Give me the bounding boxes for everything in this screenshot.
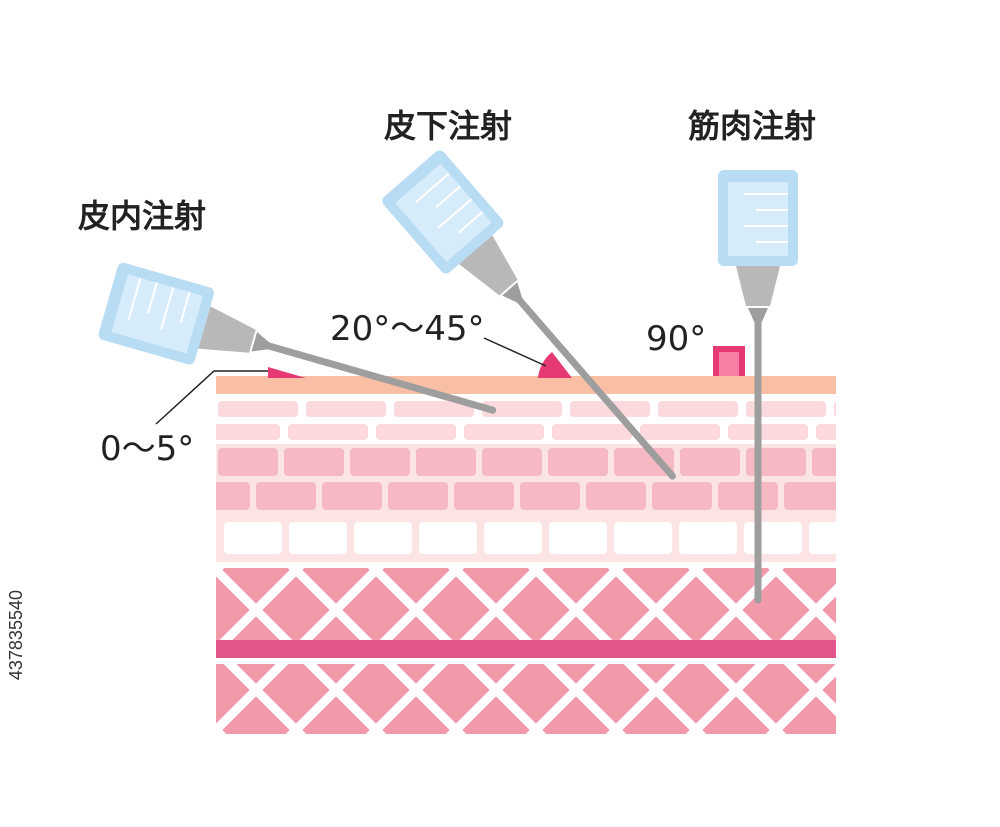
- dermis-cell: [640, 424, 720, 440]
- fat-cell: [614, 522, 672, 554]
- angle-intradermal: 0〜5°: [100, 429, 195, 469]
- fat-cell: [679, 522, 737, 554]
- dermis-cell: [388, 482, 448, 510]
- muscle-layer-lower: [216, 664, 836, 734]
- dermis-cell: [816, 424, 836, 440]
- dermis-cell: [614, 448, 674, 476]
- dermis-upper-cells: [216, 401, 836, 440]
- fat-cell: [354, 522, 412, 554]
- dermis-cell: [218, 448, 278, 476]
- label-intramuscular: 筋肉注射: [688, 107, 817, 145]
- angle-intramuscular: 90°: [646, 319, 707, 359]
- fat-cell: [549, 522, 607, 554]
- fat-cell: [419, 522, 477, 554]
- dermis-cell: [548, 448, 608, 476]
- dermis-cell: [306, 401, 386, 417]
- skin-cross-section: [216, 376, 836, 734]
- syringe-intramuscular: [718, 170, 798, 604]
- dermis-cell: [350, 448, 410, 476]
- dermis-cell: [288, 424, 368, 440]
- label-intradermal: 皮内注射: [78, 197, 207, 235]
- dermis-cell: [552, 424, 632, 440]
- dermis-cell: [284, 448, 344, 476]
- dermis-cell: [256, 482, 316, 510]
- dermis-cell: [322, 482, 382, 510]
- muscle-layer-upper: [216, 568, 836, 640]
- dermis-lower-cells: [216, 448, 836, 510]
- fat-cell: [484, 522, 542, 554]
- dermis-cell: [834, 401, 836, 417]
- fat-cell: [289, 522, 347, 554]
- dermis-cell: [216, 424, 280, 440]
- dermis-cell: [812, 448, 836, 476]
- dermis-cell: [394, 401, 474, 417]
- leader-line-intradermal: [155, 370, 268, 425]
- dermis-cell: [216, 482, 250, 510]
- syringe-subcutaneous: [382, 150, 676, 480]
- epidermis-layer: [216, 376, 836, 394]
- dermis-cell: [454, 482, 514, 510]
- stock-id: 437835540: [6, 590, 26, 681]
- fat-cell: [809, 522, 836, 554]
- leader-line-subcutaneous: [483, 337, 547, 367]
- dermis-cell: [718, 482, 778, 510]
- dermis-cell: [680, 448, 740, 476]
- dermis-cell: [784, 482, 836, 510]
- dermis-cell: [746, 401, 826, 417]
- fascia-band: [216, 640, 836, 658]
- dermis-cell: [464, 424, 544, 440]
- dermis-cell: [416, 448, 476, 476]
- dermis-cell: [482, 448, 542, 476]
- dermis-cell: [482, 401, 562, 417]
- fat-cell: [224, 522, 282, 554]
- fat-cell: [744, 522, 802, 554]
- fat-cells: [224, 522, 836, 554]
- dermis-cell: [658, 401, 738, 417]
- angle-mark-subcutaneous: [538, 352, 572, 378]
- angle-subcutaneous: 20°〜45°: [330, 309, 485, 349]
- angle-mark-intradermal: [268, 367, 306, 378]
- dermis-cell: [652, 482, 712, 510]
- dermis-cell: [520, 482, 580, 510]
- dermis-cell: [218, 401, 298, 417]
- label-subcutaneous: 皮下注射: [384, 107, 513, 145]
- dermis-cell: [586, 482, 646, 510]
- syringe-intradermal: [98, 262, 497, 414]
- dermis-cell: [728, 424, 808, 440]
- dermis-cell: [376, 424, 456, 440]
